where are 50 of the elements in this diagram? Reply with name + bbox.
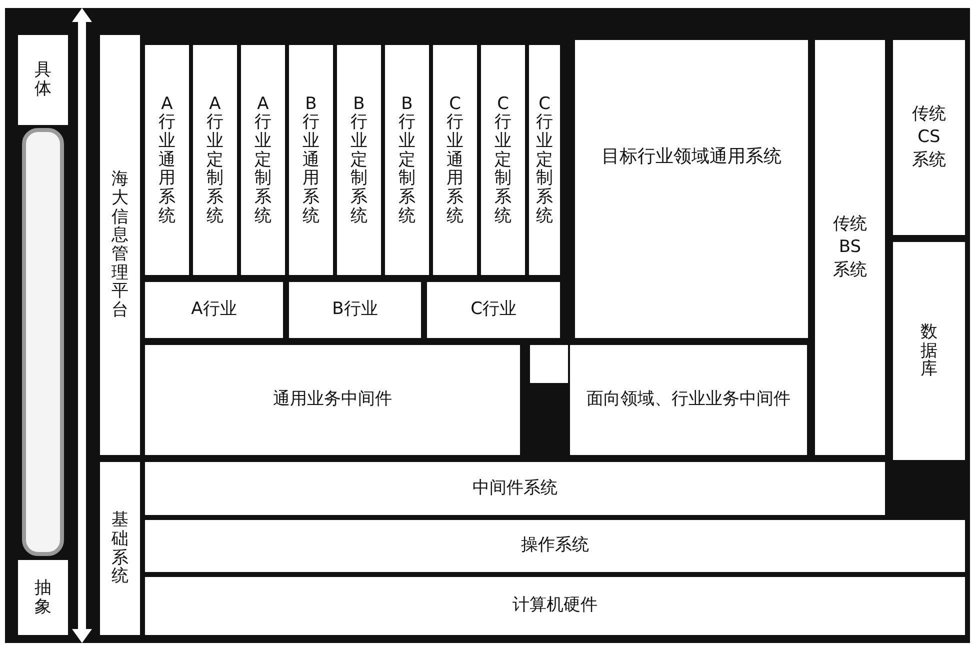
box-label: 中间件系统 [472,476,558,500]
vertical-label: B行业定制系统 [350,94,368,226]
layer-label-column [100,35,140,455]
vertical-label: B行业定制系统 [398,94,416,226]
layer-box [385,45,429,275]
layer-box [241,45,285,275]
box-label: 操作系统 [520,534,590,558]
box-label: 通用业务中间件 [272,388,393,412]
box-label: C行业 [470,298,518,322]
vertical-label: C行业定制系统 [494,94,512,226]
vertical-label: A行业定制系统 [254,94,272,226]
box-label: A行业 [190,298,238,322]
layer-box [145,282,283,338]
vertical-label: A行业通用系统 [158,94,176,226]
layer-label-column [100,462,140,635]
layer-box [193,45,237,275]
vertical-label: C行业通用系统 [446,94,464,226]
box-label: 目标行业领域通用系统 [600,145,782,170]
vertical-label: 具体 [34,61,52,99]
layer-box [145,462,885,515]
layer-box [427,282,560,338]
layer-box [815,40,885,455]
vertical-label: 基础系统 [112,511,128,586]
layer-box [289,282,421,338]
box-label: 传统CS系统 [910,103,947,172]
layer-box [529,45,560,275]
layer-box [893,40,965,235]
box-label: 面向领域、行业业务中间件 [586,388,792,412]
layer-box [893,242,965,460]
layer-box [145,520,965,572]
layer-box [337,45,381,275]
vertical-label: 海大信息管理平台 [112,170,128,320]
box-label: 传统BS系统 [832,213,868,282]
scale-label-box [18,35,68,125]
box-label: B行业 [331,298,379,322]
layer-box [145,345,520,455]
layer-box [575,40,808,338]
layer-box [145,45,189,275]
layer-box [289,45,333,275]
layer-box [570,345,807,455]
vertical-label: 抽象 [34,578,52,616]
vertical-label: A行业定制系统 [206,94,224,226]
box-label: 计算机硬件 [512,594,598,618]
scale-label-box [18,560,68,635]
layer-box [433,45,477,275]
vertical-label: C行业定制系统 [536,94,553,226]
vertical-label: 数据库 [920,322,938,380]
layer-box [481,45,525,275]
vertical-label: B行业通用系统 [302,94,320,226]
layer-box [145,577,965,635]
